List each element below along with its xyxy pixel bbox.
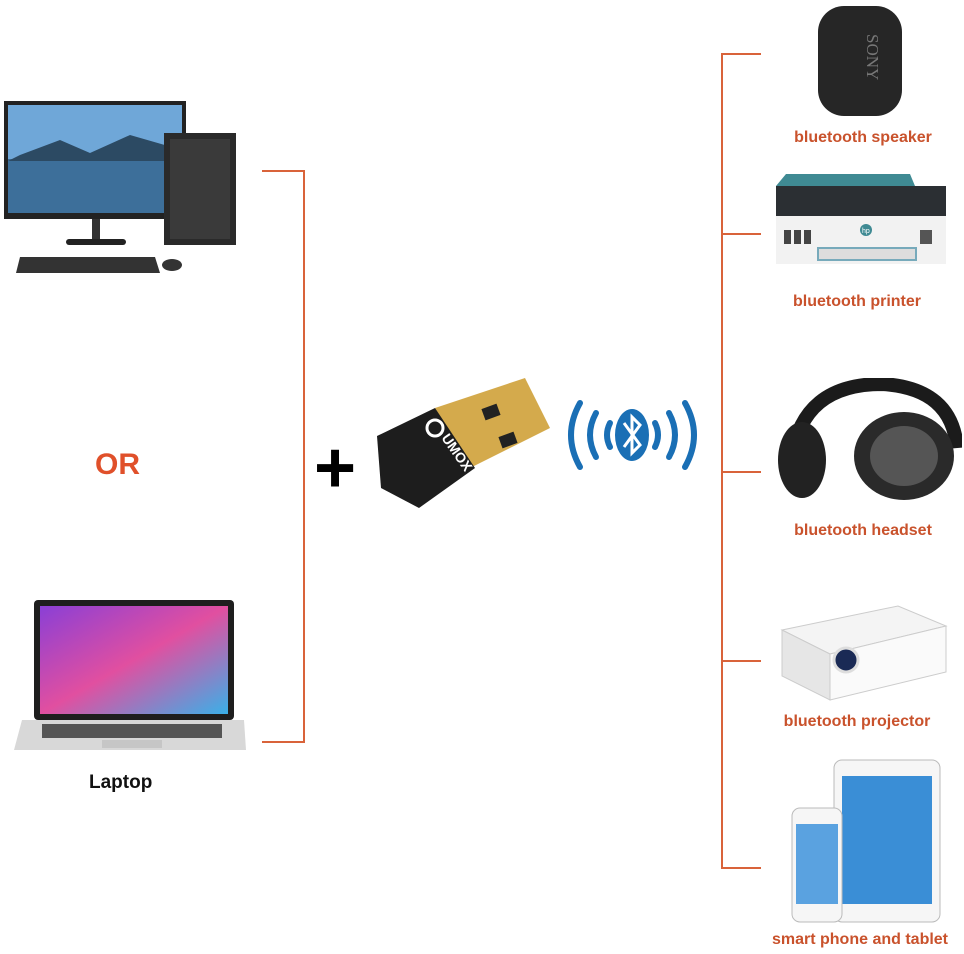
connector-line xyxy=(721,53,723,869)
connector-line xyxy=(262,741,305,743)
connector-line xyxy=(262,170,305,172)
printer-image: hp xyxy=(776,174,946,264)
usb-bluetooth-dongle-image: UMOX xyxy=(377,378,550,508)
bluetooth-icon xyxy=(568,400,697,470)
device-label-headset: bluetooth headset xyxy=(794,522,932,539)
speaker-image: SONY xyxy=(818,6,902,116)
desktop-computer-image xyxy=(4,101,236,273)
printer-brand: hp xyxy=(862,228,870,235)
speaker-brand: SONY xyxy=(863,34,882,80)
connector-line xyxy=(303,170,305,743)
connector-line xyxy=(721,471,761,473)
device-label-phone-tablet: smart phone and tablet xyxy=(771,931,949,948)
connector-line xyxy=(721,53,761,55)
laptop-label: Laptop xyxy=(89,772,153,793)
device-label-printer: bluetooth printer xyxy=(793,293,921,310)
device-label-speaker: bluetooth speaker xyxy=(794,129,932,146)
connector-line xyxy=(721,660,761,662)
device-label-projector: bluetooth projector xyxy=(783,713,931,730)
projector-image xyxy=(780,605,948,701)
plus-sign: + xyxy=(314,428,357,508)
connector-line xyxy=(721,867,761,869)
laptop-image xyxy=(14,600,246,750)
phone-tablet-image xyxy=(791,759,941,923)
or-label: OR xyxy=(95,448,140,481)
headset-image xyxy=(778,378,962,500)
connector-line xyxy=(721,233,761,235)
